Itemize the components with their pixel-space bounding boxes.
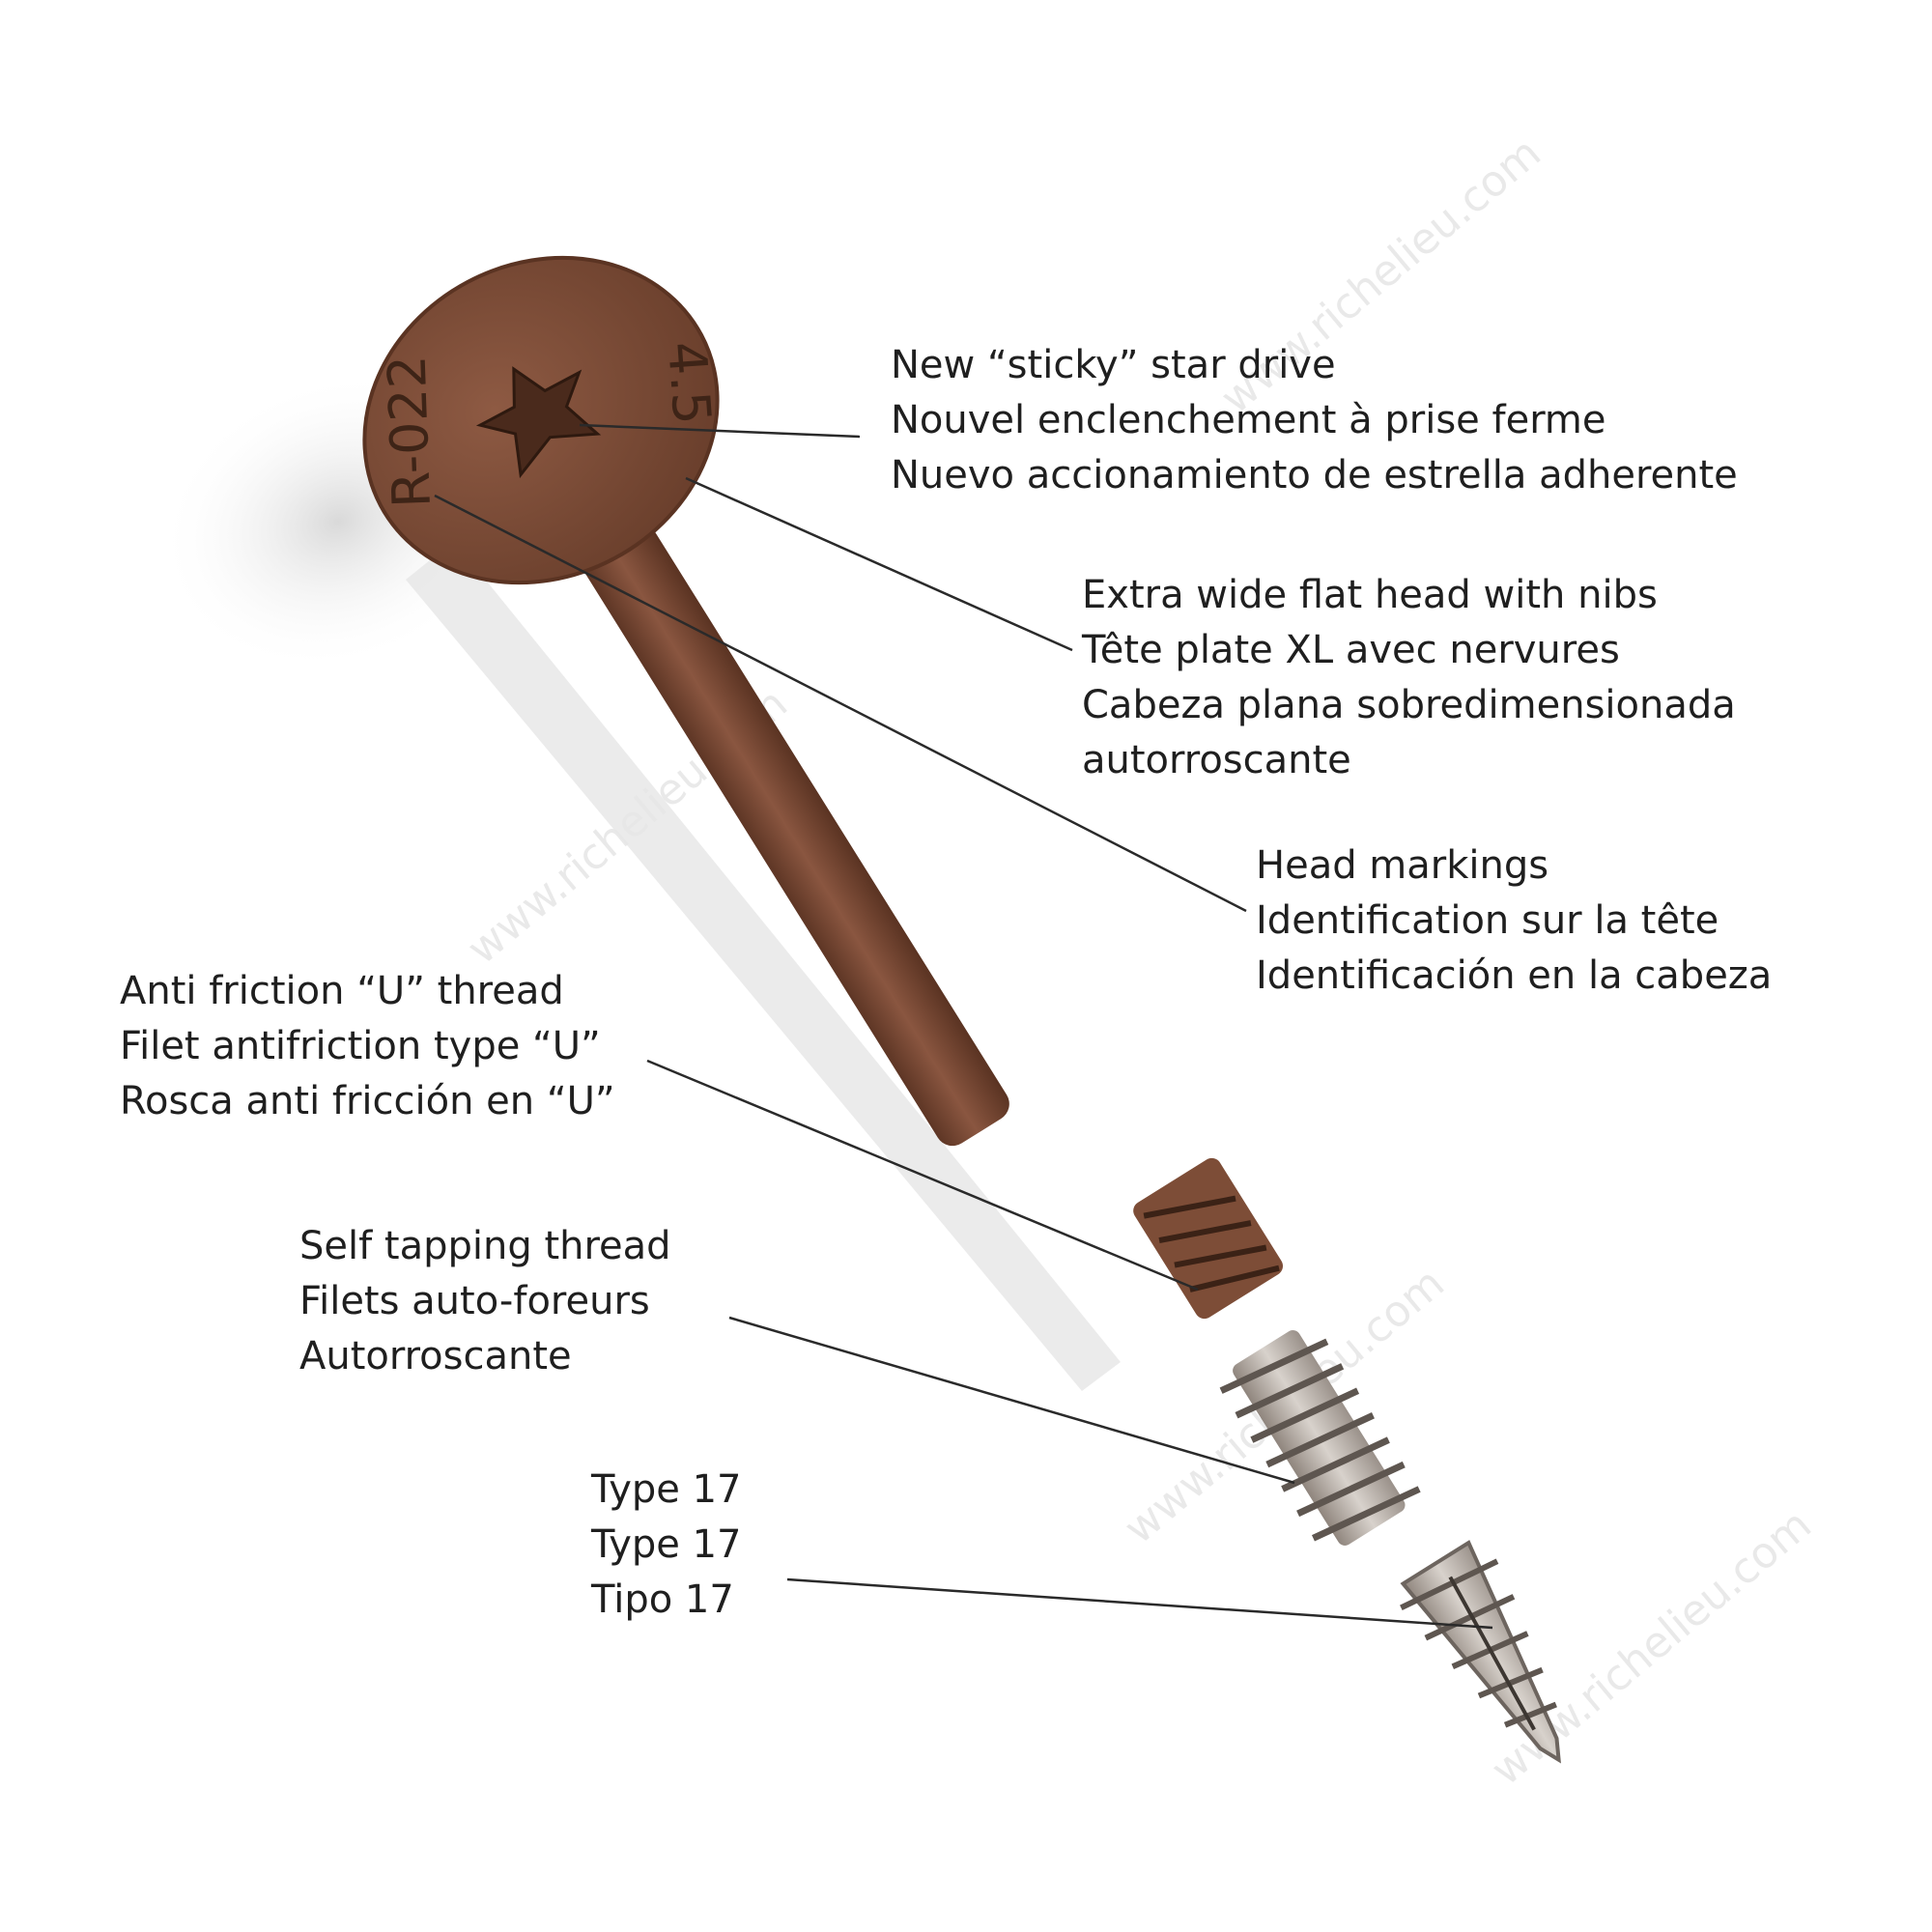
callout-line: Anti friction “U” thread	[120, 969, 564, 1013]
shank-shadow	[406, 541, 1121, 1391]
callout-line: New “sticky” star drive	[891, 343, 1336, 387]
self-tapping-thread	[1219, 1330, 1421, 1546]
u-thread	[1133, 1157, 1284, 1320]
leader-star-drive	[579, 423, 861, 439]
shank	[533, 443, 1009, 1147]
leader-lines	[434, 423, 1493, 1630]
callout-line: Extra wide flat head with nibs	[1082, 573, 1658, 617]
callout-flat-head: Extra wide flat head with nibs Tête plat…	[1082, 568, 1736, 788]
callout-type17: Type 17 Type 17 Tipo 17	[591, 1463, 742, 1628]
leader-self-tapping	[728, 1316, 1295, 1485]
callout-line: Nouvel enclenchement à prise ferme	[891, 398, 1606, 442]
callout-star-drive: New “sticky” star drive Nouvel enclenche…	[891, 338, 1738, 503]
callout-line: Identificación en la cabeza	[1256, 953, 1773, 998]
head-marking-code: R-022	[377, 355, 442, 509]
callout-head-markings: Head markings Identification sur la tête…	[1256, 838, 1772, 1004]
screw-head: R-022 4.5	[362, 255, 723, 585]
callout-self-tapping: Self tapping thread Filets auto-foreurs …	[299, 1219, 671, 1384]
head-marking-size: 4.5	[656, 340, 723, 427]
callout-line: Autorroscante	[299, 1334, 572, 1378]
callout-line: Rosca anti fricción en “U”	[120, 1079, 615, 1123]
callout-line: autorroscante	[1082, 738, 1351, 782]
callout-line: Self tapping thread	[299, 1224, 671, 1268]
callout-u-thread: Anti friction “U” thread Filet antifrict…	[120, 964, 615, 1129]
callout-line: Filets auto-foreurs	[299, 1279, 650, 1323]
leader-flat-head	[685, 476, 1073, 652]
callout-line: Type 17	[591, 1467, 742, 1512]
callout-line: Cabeza plana sobredimensionada	[1082, 683, 1736, 727]
callout-line: Identification sur la tête	[1256, 898, 1719, 943]
star-drive-icon	[475, 366, 602, 479]
leader-type17	[786, 1577, 1493, 1630]
svg-text:www.richelieu.com: www.richelieu.com	[1482, 1500, 1820, 1796]
type17-tip	[1400, 1540, 1561, 1764]
callout-line: Tête plate XL avec nervures	[1082, 628, 1620, 672]
callout-line: Nuevo accionamiento de estrella adherent…	[891, 453, 1738, 497]
callout-line: Head markings	[1256, 843, 1549, 888]
callout-line: Tipo 17	[591, 1577, 734, 1622]
leader-u-thread	[646, 1059, 1199, 1292]
callout-line: Type 17	[591, 1522, 742, 1567]
leader-head-markings	[434, 494, 1247, 913]
callout-line: Filet antifriction type “U”	[120, 1024, 601, 1068]
